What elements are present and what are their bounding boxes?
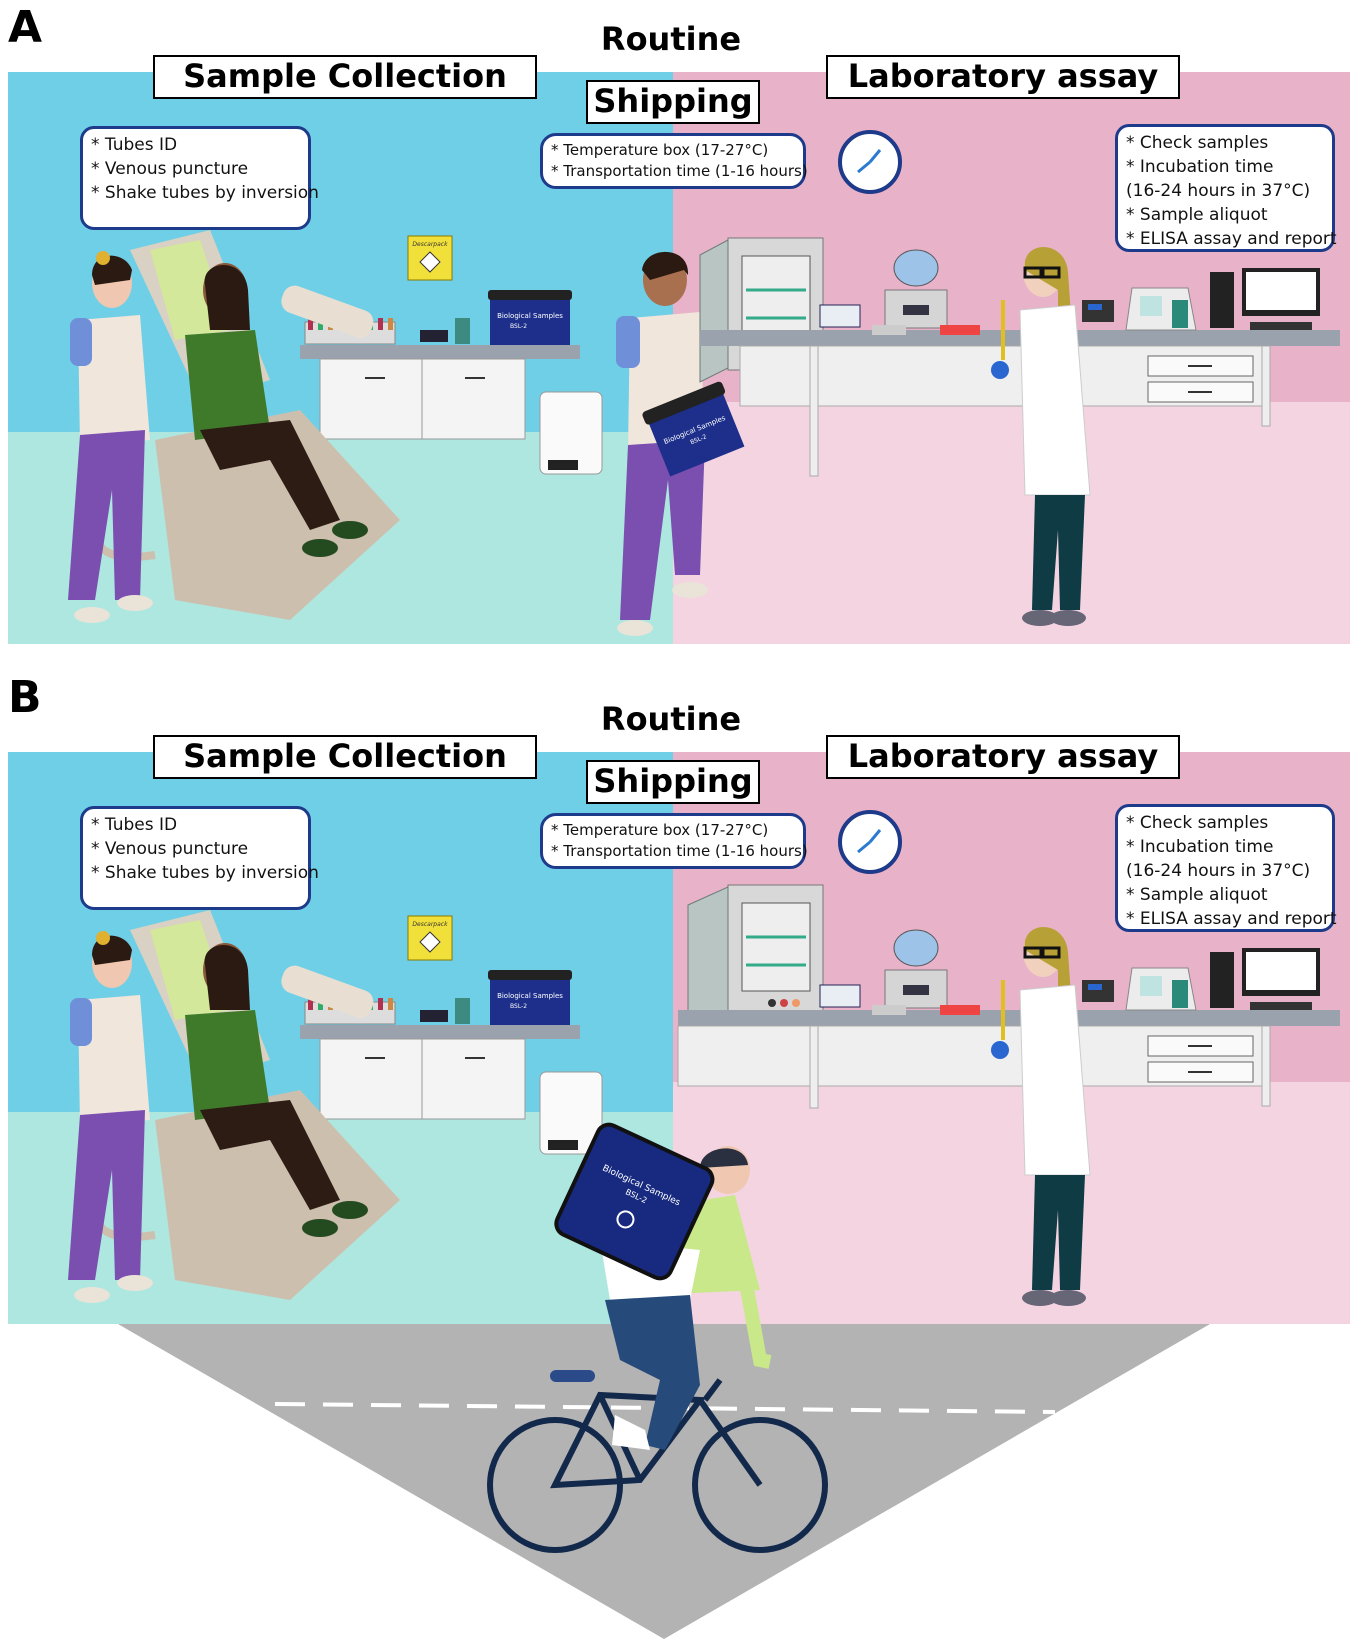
specimen-box: Biological Samples BSL-2 — [488, 290, 572, 345]
collection-note: * Tubes ID — [91, 815, 178, 835]
lab-note: * Incubation time — [1126, 157, 1274, 177]
routine-heading: Routine — [600, 700, 742, 738]
test-tube-rack — [872, 1005, 980, 1015]
plate-reader — [1125, 967, 1197, 1011]
scene-a: Descarpack Biological Samples BSL-2 — [8, 72, 1350, 644]
lab-note: * Sample aliquot — [1126, 205, 1268, 225]
svg-text:Descarpack: Descarpack — [412, 921, 448, 928]
collection-note: * Shake tubes by inversion — [91, 863, 319, 883]
incubator — [687, 884, 824, 1033]
trash-bin — [539, 391, 603, 475]
svg-text:BSL-2: BSL-2 — [510, 1003, 527, 1010]
lab-notes: * Check samples * Incubation time (16-24… — [1115, 124, 1337, 252]
trash-bin — [539, 1071, 603, 1155]
routine-heading: Routine — [600, 20, 742, 58]
collection-notes: * Tubes ID * Venous puncture * Shake tub… — [80, 126, 319, 230]
lab-note: * Sample aliquot — [1126, 885, 1268, 905]
lab-bench — [677, 1010, 1340, 1109]
sample-collection-title: Sample Collection — [153, 735, 537, 779]
plate-reader — [1125, 287, 1197, 331]
svg-text:BSL-2: BSL-2 — [510, 323, 527, 330]
collection-note: * Tubes ID — [91, 135, 178, 155]
lab-note: * ELISA assay and report — [1126, 909, 1337, 929]
lab-note: * Incubation time — [1126, 837, 1274, 857]
centrifuge — [884, 929, 948, 1009]
nurse — [68, 251, 153, 623]
sharps-container: Descarpack — [407, 915, 453, 961]
lab-note: (16-24 hours in 37°C) — [1126, 861, 1311, 881]
centrifuge — [884, 249, 948, 329]
collection-note: * Venous puncture — [91, 159, 249, 179]
sample-collection-title: Sample Collection — [153, 55, 537, 99]
lab-note: * ELISA assay and report — [1126, 229, 1337, 249]
sharps-container: Descarpack — [407, 235, 453, 281]
road — [118, 1324, 1210, 1639]
svg-text:Descarpack: Descarpack — [412, 241, 448, 248]
collection-note: * Shake tubes by inversion — [91, 183, 319, 203]
shipping-notes: * Temperature box (17-27°C) * Transporta… — [540, 813, 808, 869]
lab-note: * Check samples — [1126, 813, 1269, 833]
test-tube-rack — [872, 325, 980, 335]
lab-notes: * Check samples * Incubation time (16-24… — [1115, 804, 1337, 932]
collection-counter — [300, 318, 580, 440]
patient — [185, 263, 368, 557]
shipping-note: * Transportation time (1-16 hours) — [551, 842, 808, 860]
shipping-note: * Temperature box (17-27°C) — [551, 141, 769, 159]
carried-box: Biological Samples BSL-2 — [642, 381, 745, 477]
shipping-note: * Temperature box (17-27°C) — [551, 821, 769, 839]
panel-b: Descarpack Biological Samples BSL-2 — [0, 672, 1358, 1639]
laboratory-assay-title: Laboratory assay — [826, 55, 1180, 99]
lab-floor — [673, 1082, 1350, 1324]
computer — [1210, 948, 1320, 1010]
svg-text:Biological Samples: Biological Samples — [497, 312, 563, 320]
clock-icon — [838, 810, 902, 874]
incubator — [699, 237, 824, 383]
panel-a: Descarpack Biological Samples BSL-2 — [0, 0, 1358, 650]
shipping-note: * Transportation time (1-16 hours) — [551, 162, 808, 180]
specimen-box: Biological Samples BSL-2 — [488, 970, 572, 1025]
computer — [1210, 268, 1320, 330]
lab-floor — [673, 402, 1350, 644]
reagent-boxes — [819, 984, 861, 1008]
clock-icon — [838, 130, 902, 194]
laboratory-assay-title: Laboratory assay — [826, 735, 1180, 779]
lab-note: (16-24 hours in 37°C) — [1126, 181, 1311, 201]
shipping-notes: * Temperature box (17-27°C) * Transporta… — [540, 133, 808, 189]
microplate-washer — [1082, 300, 1114, 322]
shipping-title: Shipping — [586, 760, 760, 804]
collection-note: * Venous puncture — [91, 839, 249, 859]
reagent-boxes — [819, 304, 861, 328]
lab-technician — [991, 927, 1091, 1306]
lab-note: * Check samples — [1126, 133, 1269, 153]
delivery-backpack: Biological Samples BSL-2 — [554, 1122, 715, 1281]
panel-letter: B — [8, 672, 42, 723]
svg-text:Biological Samples: Biological Samples — [497, 992, 563, 1000]
lab-technician — [991, 247, 1091, 626]
nurse — [68, 931, 153, 1303]
shipping-title: Shipping — [586, 80, 760, 124]
microplate-washer — [1082, 980, 1114, 1002]
patient — [185, 943, 368, 1237]
collection-notes: * Tubes ID * Venous puncture * Shake tub… — [80, 806, 319, 910]
bicycle-seat — [550, 1370, 595, 1382]
panel-letter: A — [8, 2, 43, 53]
